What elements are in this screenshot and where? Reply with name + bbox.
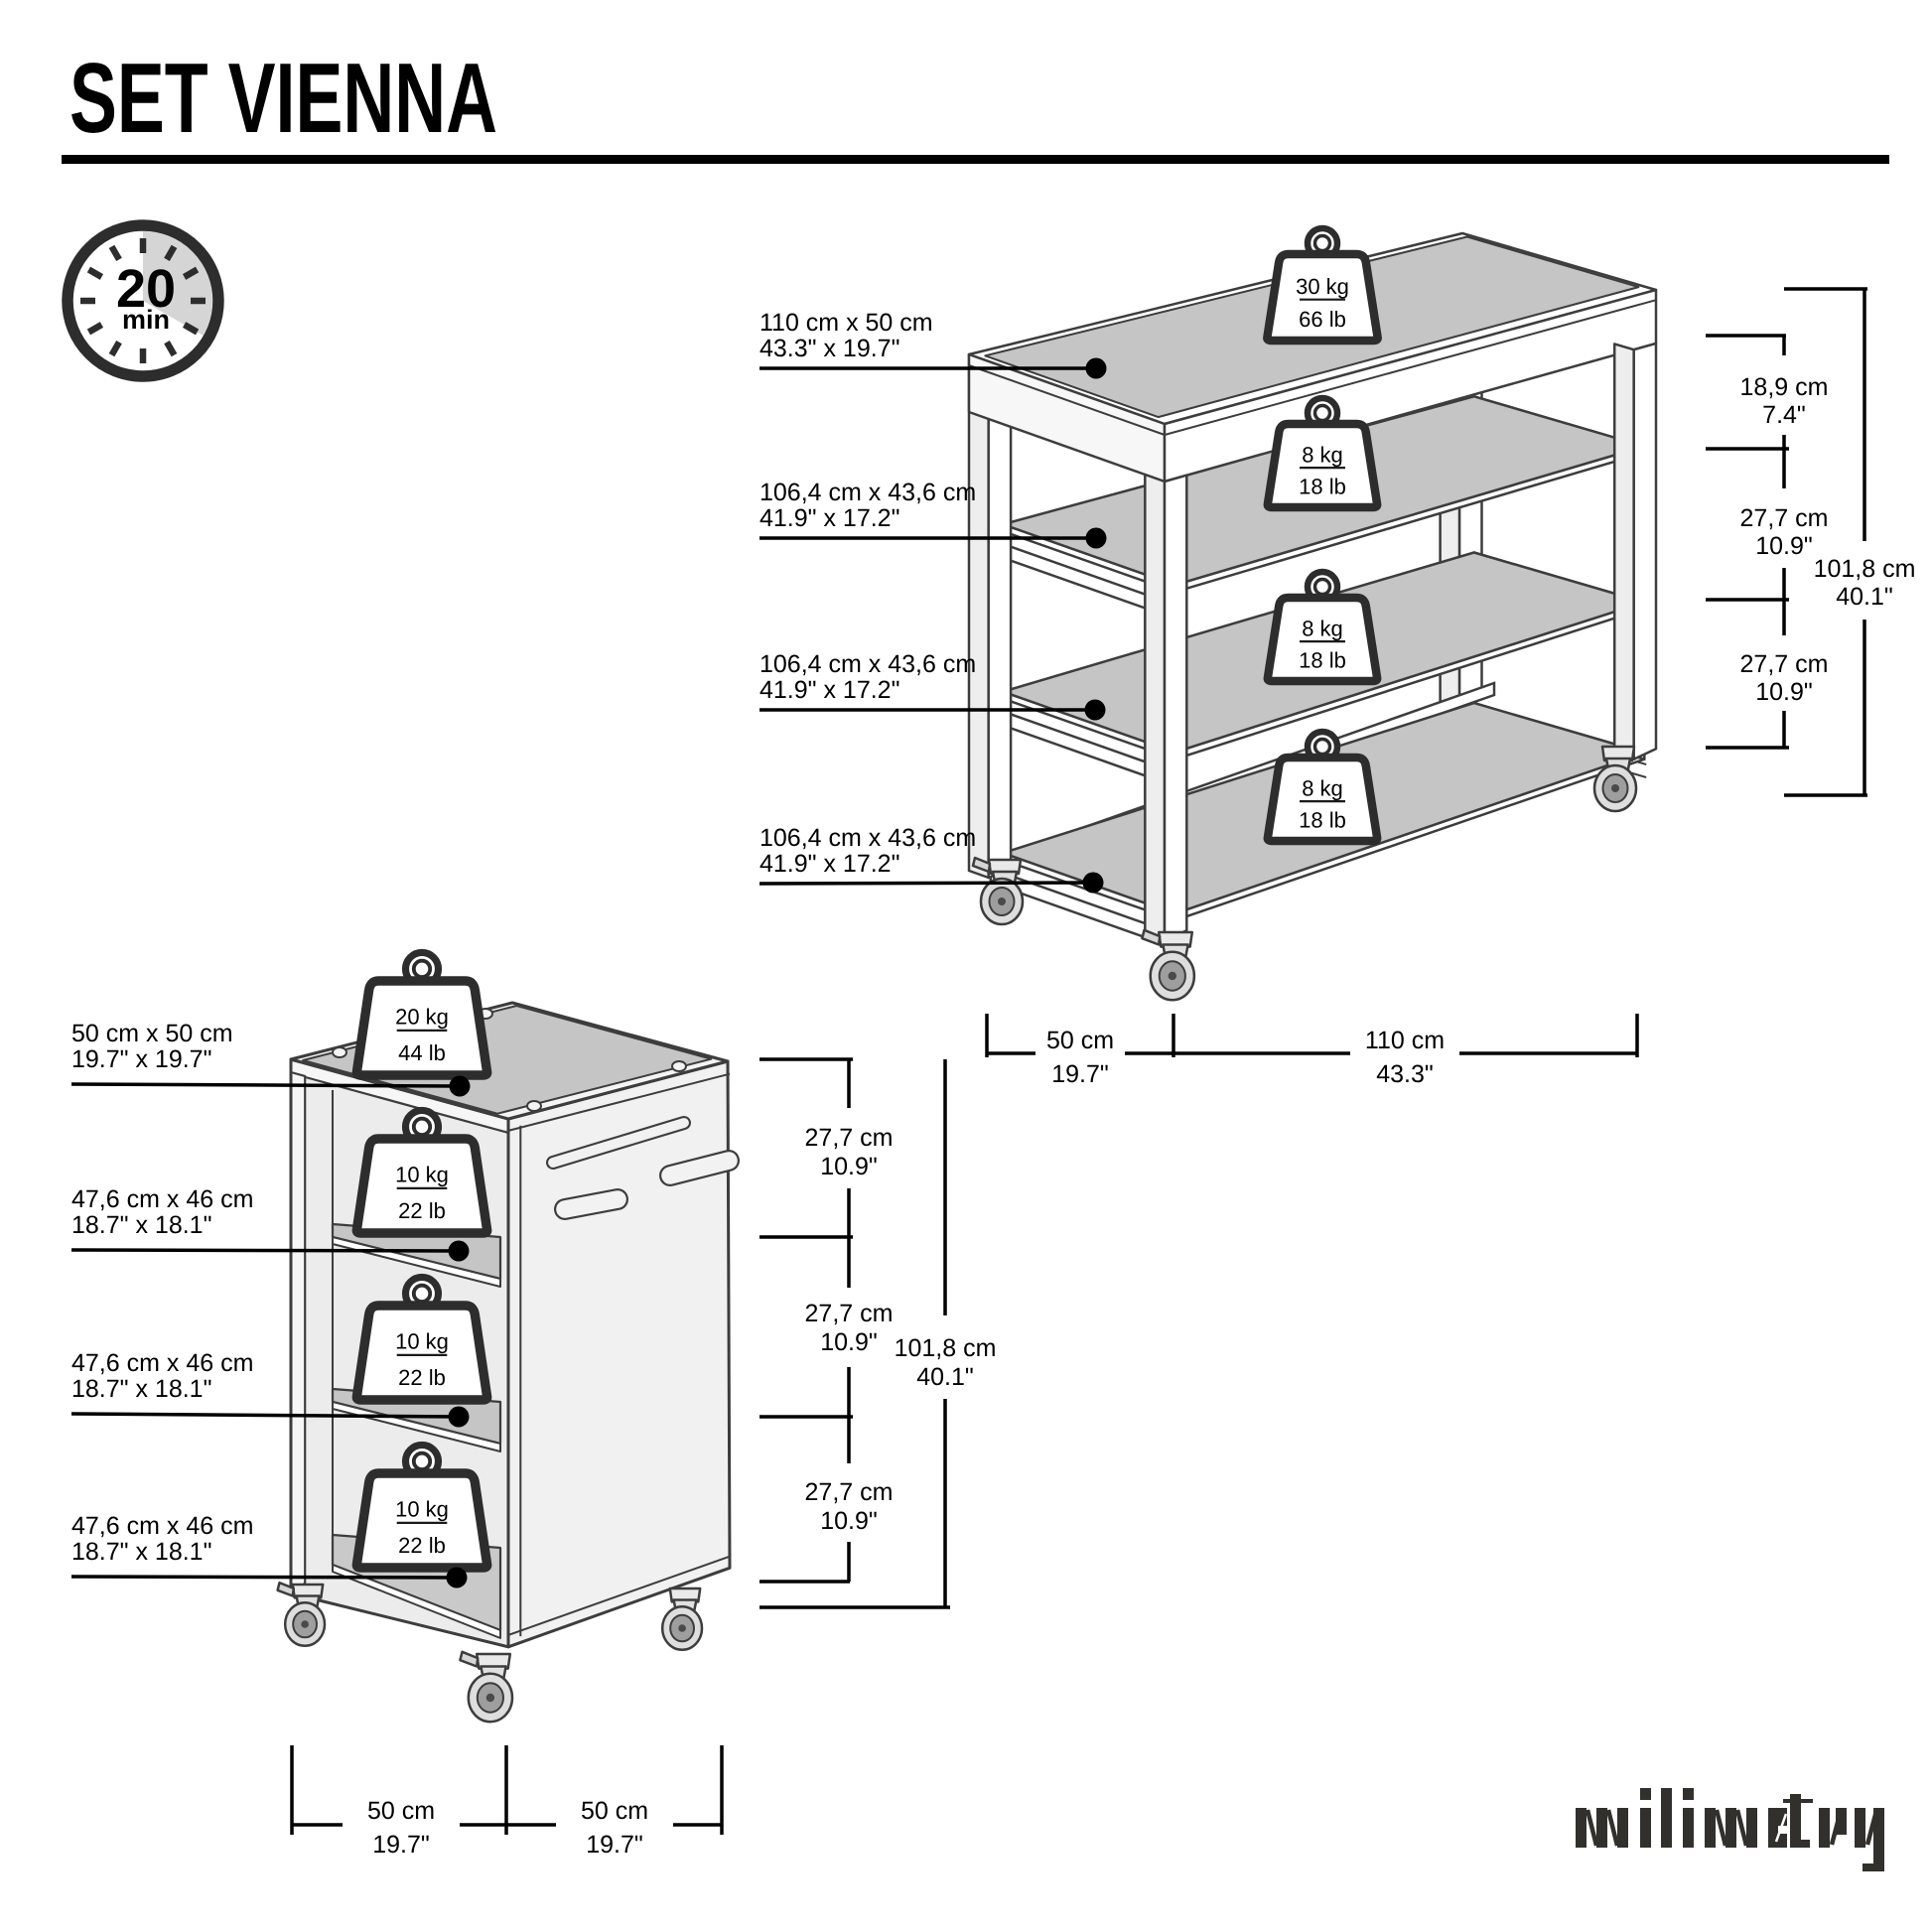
svg-text:41.9" x 17.2": 41.9" x 17.2" bbox=[759, 850, 899, 878]
svg-text:18 lb: 18 lb bbox=[1299, 475, 1346, 499]
svg-text:8 kg: 8 kg bbox=[1302, 617, 1343, 641]
svg-text:10.9": 10.9" bbox=[820, 1153, 878, 1180]
svg-text:106,4 cm x 43,6 cm: 106,4 cm x 43,6 cm bbox=[759, 479, 976, 506]
svg-text:40.1": 40.1" bbox=[916, 1363, 974, 1391]
svg-text:27,7 cm: 27,7 cm bbox=[805, 1478, 894, 1506]
svg-text:10.9": 10.9" bbox=[1755, 678, 1813, 706]
svg-text:47,6 cm x 46 cm: 47,6 cm x 46 cm bbox=[71, 1512, 253, 1540]
svg-text:18.7" x 18.1": 18.7" x 18.1" bbox=[71, 1538, 211, 1566]
svg-text:19.7": 19.7" bbox=[1051, 1060, 1109, 1088]
svg-text:19.7" x 19.7": 19.7" x 19.7" bbox=[71, 1045, 211, 1073]
svg-text:10 kg: 10 kg bbox=[395, 1329, 449, 1354]
svg-text:22 lb: 22 lb bbox=[398, 1198, 446, 1223]
svg-text:20 kg: 20 kg bbox=[395, 1005, 449, 1030]
svg-text:10 kg: 10 kg bbox=[395, 1163, 449, 1187]
svg-text:18.7" x 18.1": 18.7" x 18.1" bbox=[71, 1211, 211, 1239]
svg-text:18 lb: 18 lb bbox=[1299, 808, 1346, 833]
svg-text:50 cm: 50 cm bbox=[367, 1797, 435, 1825]
svg-text:8 kg: 8 kg bbox=[1302, 443, 1343, 468]
svg-text:41.9" x 17.2": 41.9" x 17.2" bbox=[759, 504, 899, 532]
svg-text:18,9 cm: 18,9 cm bbox=[1740, 373, 1829, 401]
svg-text:18.7" x 18.1": 18.7" x 18.1" bbox=[71, 1375, 211, 1403]
svg-text:47,6 cm x 46 cm: 47,6 cm x 46 cm bbox=[71, 1185, 253, 1213]
svg-text:110 cm x 50 cm: 110 cm x 50 cm bbox=[759, 309, 933, 337]
svg-text:27,7 cm: 27,7 cm bbox=[1740, 650, 1829, 678]
svg-text:27,7 cm: 27,7 cm bbox=[805, 1124, 894, 1152]
svg-text:106,4 cm x 43,6 cm: 106,4 cm x 43,6 cm bbox=[759, 650, 976, 678]
svg-text:47,6 cm x 46 cm: 47,6 cm x 46 cm bbox=[71, 1349, 253, 1377]
svg-text:50 cm: 50 cm bbox=[581, 1797, 648, 1825]
svg-text:43.3": 43.3" bbox=[1376, 1060, 1434, 1088]
svg-text:101,8 cm: 101,8 cm bbox=[895, 1334, 997, 1362]
svg-text:43.3" x 19.7": 43.3" x 19.7" bbox=[759, 335, 899, 362]
svg-text:110 cm: 110 cm bbox=[1365, 1027, 1445, 1054]
svg-text:40.1": 40.1" bbox=[1836, 583, 1893, 611]
svg-text:10.9": 10.9" bbox=[820, 1328, 878, 1356]
svg-text:10.9": 10.9" bbox=[1755, 532, 1813, 560]
svg-text:41.9" x 17.2": 41.9" x 17.2" bbox=[759, 676, 899, 704]
svg-text:44 lb: 44 lb bbox=[398, 1040, 446, 1065]
svg-text:50 cm: 50 cm bbox=[1046, 1027, 1114, 1054]
svg-text:101,8 cm: 101,8 cm bbox=[1814, 555, 1916, 583]
svg-text:19.7": 19.7" bbox=[586, 1831, 643, 1859]
svg-text:66 lb: 66 lb bbox=[1299, 307, 1346, 332]
svg-text:10.9": 10.9" bbox=[820, 1507, 878, 1535]
svg-text:106,4 cm x 43,6 cm: 106,4 cm x 43,6 cm bbox=[759, 824, 976, 852]
svg-text:8 kg: 8 kg bbox=[1302, 776, 1343, 801]
svg-text:22 lb: 22 lb bbox=[398, 1365, 446, 1390]
svg-text:27,7 cm: 27,7 cm bbox=[805, 1300, 894, 1327]
svg-text:20: 20 bbox=[116, 259, 176, 319]
svg-text:50 cm x 50 cm: 50 cm x 50 cm bbox=[71, 1020, 233, 1047]
svg-text:22 lb: 22 lb bbox=[398, 1533, 446, 1558]
svg-text:min: min bbox=[122, 305, 170, 335]
svg-text:27,7 cm: 27,7 cm bbox=[1740, 504, 1829, 532]
svg-text:18 lb: 18 lb bbox=[1299, 648, 1346, 673]
svg-text:SET VIENNA: SET VIENNA bbox=[69, 43, 497, 154]
svg-text:10 kg: 10 kg bbox=[395, 1497, 449, 1522]
svg-text:19.7": 19.7" bbox=[372, 1831, 430, 1859]
svg-text:7.4": 7.4" bbox=[1762, 401, 1806, 429]
svg-text:30 kg: 30 kg bbox=[1296, 274, 1349, 299]
